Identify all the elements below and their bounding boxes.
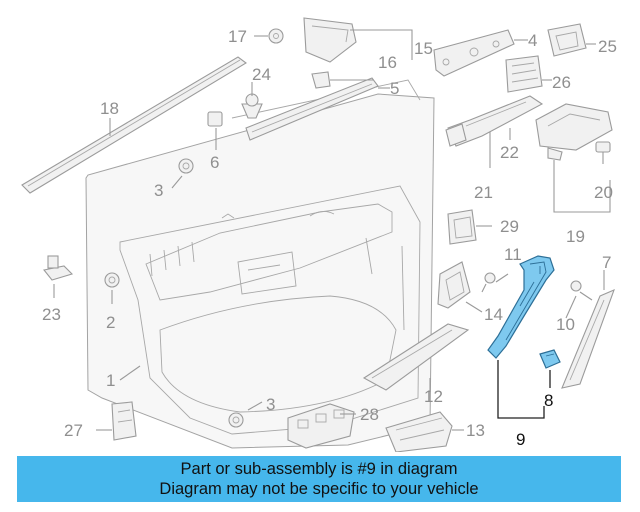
callout-3-upper: 3 (154, 181, 163, 200)
callout-12: 12 (424, 387, 443, 406)
callout-14: 14 (484, 305, 503, 324)
callout-18: 18 (100, 99, 119, 118)
callout-3-lower: 3 (266, 395, 275, 414)
part-11-bolt (481, 272, 496, 293)
info-banner: Part or sub-assembly is #9 in diagram Di… (17, 456, 621, 502)
callout-26: 26 (552, 73, 571, 92)
callout-16: 16 (378, 53, 397, 72)
part-12-armrest-trim (362, 323, 470, 391)
callout-6: 6 (210, 153, 219, 172)
callout-25: 25 (598, 37, 617, 56)
part-14-handle-bezel (437, 261, 471, 309)
banner-line-2: Diagram may not be specific to your vehi… (159, 480, 479, 498)
part-25-switch (547, 23, 587, 57)
callout-23: 23 (42, 305, 61, 324)
part-18-belt-molding (21, 56, 247, 194)
callout-5: 5 (390, 79, 399, 98)
part-20-screw (595, 141, 611, 164)
part-2-fastener (104, 272, 120, 288)
callout-20: 20 (594, 183, 613, 202)
part-26-switch-block (505, 55, 543, 93)
parts-diagram: 17 15 16 5 4 25 26 18 24 6 3 22 21 20 19… (21, 17, 617, 452)
part-27-switch (111, 401, 137, 441)
callout-24: 24 (252, 65, 271, 84)
part-16-mirror-trim (303, 17, 357, 63)
callout-2: 2 (106, 313, 115, 332)
part-8-clip (539, 349, 561, 369)
part-13-switch-panel (385, 411, 453, 452)
part-5-upper-strip (245, 77, 379, 141)
leader-lines (53, 29, 611, 431)
callout-15: 15 (414, 39, 433, 58)
part-3-fastener-upper (178, 158, 194, 174)
part-10-bolt (570, 280, 593, 301)
part-22-handle-bracket (445, 95, 544, 147)
part-9-highlighted[interactable] (487, 255, 555, 359)
part-19-pull-handle (535, 103, 613, 161)
part-17-clip (268, 28, 284, 44)
callout-21: 21 (474, 183, 493, 202)
part-6-clip (207, 111, 223, 127)
callout-9: 9 (516, 430, 525, 449)
part-28-window-switch (287, 403, 355, 449)
part-7-trim-strip (561, 288, 615, 389)
callout-8: 8 (544, 391, 553, 410)
part-23-clip (43, 255, 74, 281)
part-24-clip (241, 93, 263, 119)
banner-line-1: Part or sub-assembly is #9 in diagram (180, 460, 458, 478)
callout-28: 28 (360, 405, 379, 424)
part-15-16-clip (311, 71, 331, 89)
callout-1: 1 (106, 371, 115, 390)
callout-29: 29 (500, 217, 519, 236)
callout-13: 13 (466, 421, 485, 440)
callout-22: 22 (500, 143, 519, 162)
callout-10: 10 (556, 315, 575, 334)
callout-19: 19 (566, 227, 585, 246)
callout-numbers: 17 15 16 5 4 25 26 18 24 6 3 22 21 20 19… (42, 27, 617, 449)
callout-7: 7 (602, 253, 611, 272)
part-29-switch (447, 209, 477, 245)
part-3-fastener-lower (228, 412, 244, 428)
callout-4: 4 (528, 31, 537, 50)
callout-27: 27 (64, 421, 83, 440)
callout-11: 11 (504, 245, 522, 264)
callout-17: 17 (228, 27, 247, 46)
part-4-switch-housing (433, 29, 515, 77)
